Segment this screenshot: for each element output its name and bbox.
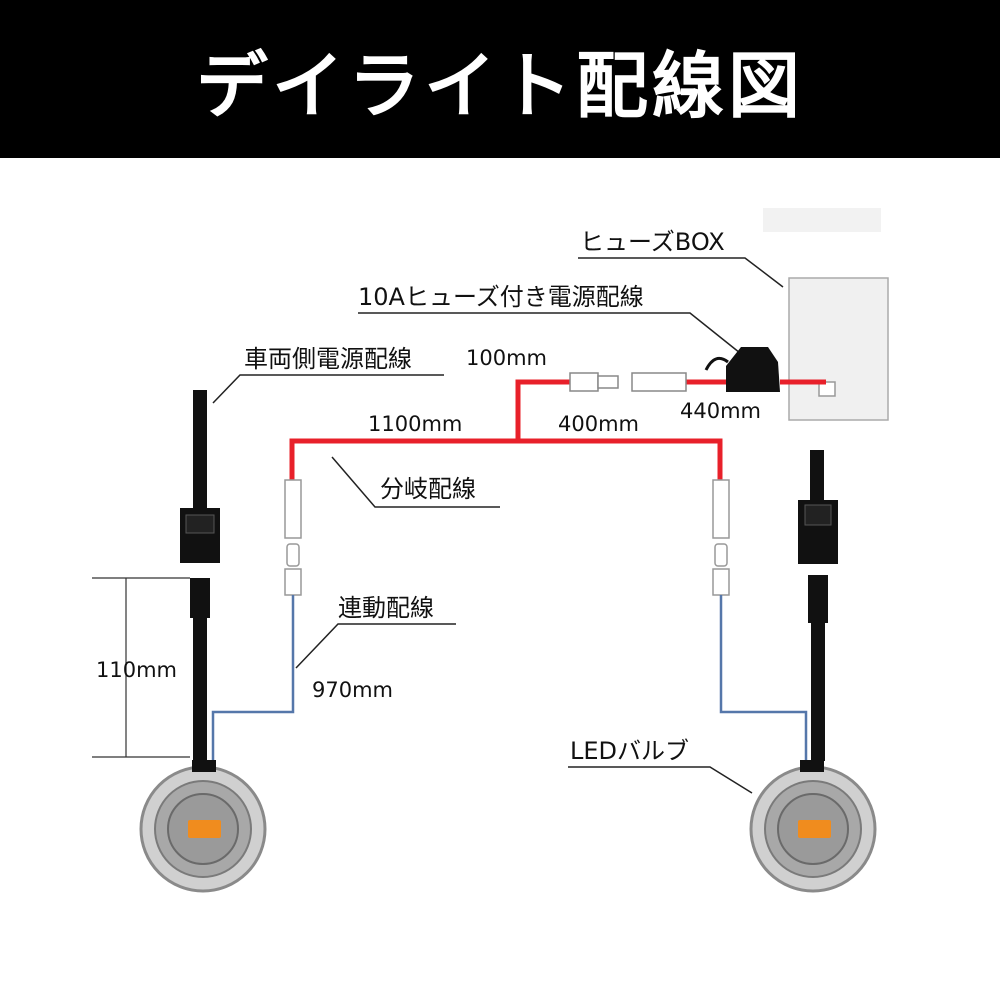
page-title: デイライト配線図 [195, 43, 804, 128]
fuse-holder [726, 347, 780, 392]
right-branch-plug [714, 543, 728, 567]
leader-vehicle-power [212, 374, 444, 404]
left-vehicle-cable [193, 390, 207, 508]
label-led-bulb: LEDバルブ [570, 737, 689, 765]
fuse-box [788, 277, 889, 421]
left-branch-connector [284, 479, 302, 539]
label-branch: 分岐配線 [380, 475, 476, 503]
power-wire-100mm [515, 379, 570, 441]
connector-male-tip [597, 375, 619, 389]
left-signal-wire [211, 595, 295, 760]
right-connector-lock [804, 504, 832, 526]
label-fuse-box: ヒューズBOX [580, 228, 725, 256]
branch-wire [289, 438, 723, 480]
left-branch-plug [286, 543, 300, 567]
right-vehicle-cable [810, 450, 824, 500]
leader-led-bulb [568, 766, 753, 794]
dim-970mm: 970mm [312, 678, 393, 702]
right-bulb-cable [811, 623, 825, 761]
right-bulb-socket-plug [808, 575, 828, 623]
left-bulb-socket-plug [190, 578, 210, 618]
leader-linked [295, 623, 456, 669]
leader-branch [331, 456, 500, 508]
left-led-bulb [139, 760, 267, 893]
dim-1100mm: 1100mm [368, 412, 462, 436]
leader-fuse-wire [358, 312, 741, 354]
right-branch-plug-end [712, 568, 730, 596]
right-led-bulb [749, 760, 877, 893]
left-bulb-cable [193, 618, 207, 760]
label-fuse-wire: 10Aヒューズ付き電源配線 [358, 283, 644, 311]
right-led-chip [798, 820, 831, 838]
left-branch-plug-end [284, 568, 302, 596]
left-connector-lock [185, 514, 215, 534]
label-vehicle-power: 車両側電源配線 [244, 345, 412, 373]
connector-male [569, 372, 599, 392]
right-signal-wire [719, 595, 808, 760]
left-led-chip [188, 820, 221, 838]
faint-bg-mark [763, 208, 881, 232]
connector-female [631, 372, 687, 392]
dim-100mm: 100mm [466, 346, 547, 370]
dim-440mm: 440mm [680, 399, 761, 423]
header-bar: デイライト配線図 [0, 0, 1000, 158]
leader-fuse-box [578, 257, 784, 288]
label-linked: 連動配線 [338, 594, 434, 622]
dim-400mm: 400mm [558, 412, 639, 436]
left-bulb-top-tab [192, 760, 216, 772]
fuse-holder-loop [704, 356, 729, 371]
right-bulb-top-tab [800, 760, 824, 772]
right-branch-connector [712, 479, 730, 539]
dim-110mm: 110mm [96, 658, 177, 682]
fuse-box-terminal [818, 381, 836, 397]
